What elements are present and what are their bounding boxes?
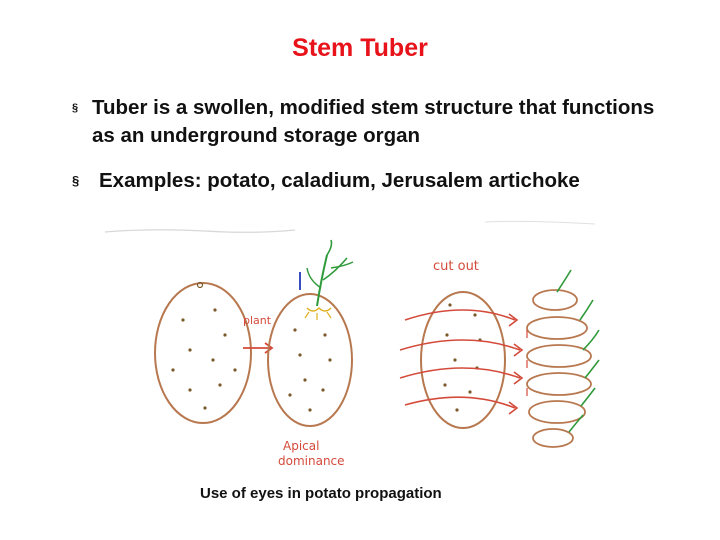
bullet-examples: § Examples: potato, caladium, Jerusalem …: [72, 167, 682, 195]
sprouting-tuber: [267, 239, 354, 427]
bullet-text: Examples: potato, caladium, Jerusalem ar…: [99, 169, 580, 192]
bullet-marker: §: [72, 102, 79, 114]
sliced-tuber-pieces: [526, 269, 600, 448]
apical-label-line1: Apical: [283, 439, 319, 453]
bullet-text: Tuber is a swollen, modified stem struct…: [92, 96, 655, 147]
figure-caption: Use of eyes in potato propagation: [200, 485, 442, 502]
apical-label-line2: dominance: [278, 454, 345, 468]
cut-out-label: cut out: [433, 259, 479, 274]
bullet-marker: §: [72, 173, 80, 188]
cut-tuber: [399, 291, 524, 429]
potato-propagation-illustration: plant Apical dominance cut out: [104, 220, 600, 468]
bullet-definition: § Tuber is a swollen, modified stem stru…: [72, 94, 682, 150]
whole-tuber: [154, 281, 252, 424]
plant-label: plant: [243, 314, 272, 327]
slide-title: Stem Tuber: [292, 34, 428, 62]
